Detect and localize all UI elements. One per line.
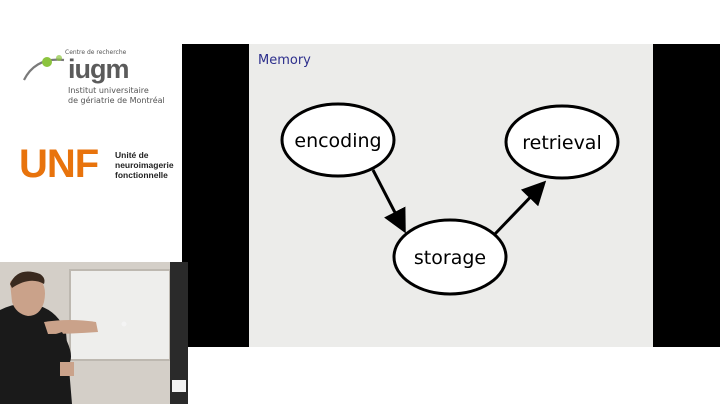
- iugm-wordmark: iugm: [68, 54, 129, 84]
- unf-subtitle-line: neuroimagerie: [115, 160, 174, 170]
- iugm-logo: Centre de recherche iugm Institut univer…: [18, 46, 178, 110]
- unf-wordmark: UNF: [19, 144, 98, 180]
- encoding-node: [280, 102, 396, 178]
- unf-wordmark-logo: UNF: [19, 144, 99, 180]
- retrieval-label: retrieval: [522, 132, 601, 154]
- encoding-to-storage-arrow: [371, 169, 406, 234]
- iugm-subtitle-line: Institut universitaire: [68, 86, 149, 95]
- encoding-label: encoding: [294, 130, 381, 152]
- iugm-subtitle: Institut universitaire de gériatrie de M…: [68, 86, 188, 105]
- unf-logo: UNF Unité de neuroimagerie fonctionnelle: [19, 144, 179, 184]
- unf-subtitle-line: fonctionnelle: [115, 170, 168, 180]
- slide: Memory encoding retrieval storage: [249, 44, 653, 347]
- retrieval-node: [504, 104, 620, 180]
- iugm-kicker: Centre de recherche: [65, 49, 127, 56]
- iugm-subtitle-line: de gériatrie de Montréal: [68, 95, 165, 105]
- iugm-swoosh-icon: [23, 55, 65, 81]
- slide-title: Memory: [258, 53, 311, 68]
- unf-subtitle: Unité de neuroimagerie fonctionnelle: [115, 150, 185, 180]
- memory-diagram: encoding retrieval storage: [280, 102, 620, 296]
- speaker-image: [0, 262, 188, 404]
- speaker-video: [0, 262, 188, 404]
- storage-node: [392, 218, 508, 296]
- unf-subtitle-line: Unité de: [115, 150, 149, 160]
- storage-to-retrieval-arrow: [492, 180, 547, 237]
- storage-label: storage: [414, 247, 486, 269]
